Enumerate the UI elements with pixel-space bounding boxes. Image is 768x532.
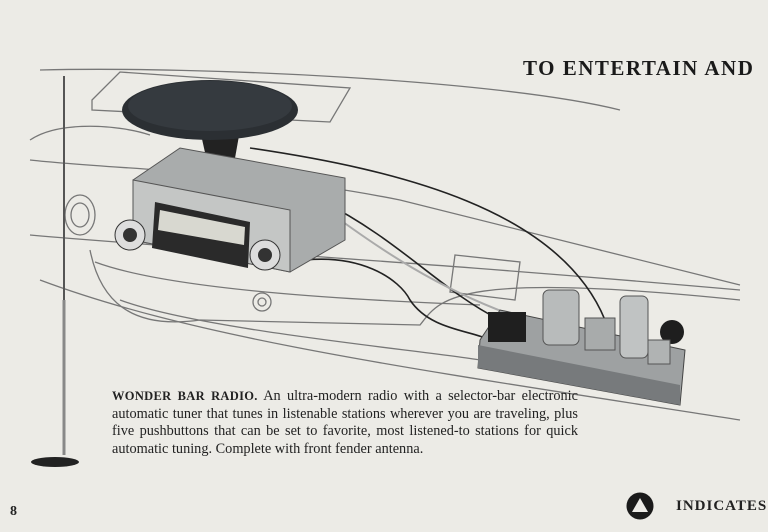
feature-description-block: WONDER BAR RADIO. An ultra-modern radio …	[112, 388, 578, 458]
cables	[249, 147, 606, 341]
dashboard-outline	[29, 68, 741, 421]
radio-unit	[114, 147, 346, 273]
triangle-in-circle-icon	[626, 492, 654, 520]
page-title: TO ENTERTAIN AND	[523, 56, 755, 80]
power-pack	[477, 289, 686, 406]
feature-name: WONDER BAR RADIO.	[112, 389, 258, 403]
fender-antenna	[31, 76, 79, 467]
page-number: 8	[10, 504, 17, 519]
legend-label: INDICATES	[676, 498, 768, 514]
feature-description: An ultra-modern radio with a selector-ba…	[112, 388, 578, 457]
